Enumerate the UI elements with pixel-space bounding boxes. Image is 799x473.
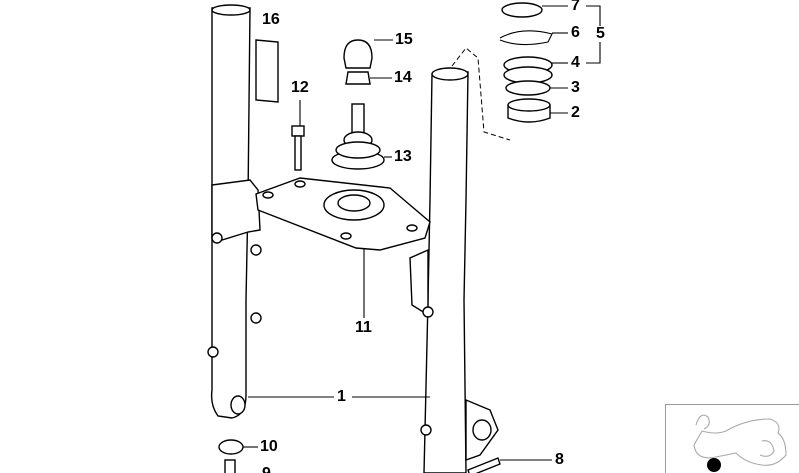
callout-13: 13 xyxy=(394,148,412,165)
callout-10: 10 xyxy=(260,438,278,455)
callout-16: 16 xyxy=(262,11,280,28)
callout-5: 5 xyxy=(596,25,605,42)
bearing-stack xyxy=(499,2,553,123)
cap-nut-part xyxy=(343,39,373,69)
callout-15: 15 xyxy=(395,31,413,48)
motorcycle-locator-thumbnail[interactable] xyxy=(665,404,799,473)
right-fork-tube xyxy=(409,67,499,473)
screw-part xyxy=(224,459,236,473)
plate-part xyxy=(255,39,279,103)
callout-12: 12 xyxy=(291,79,309,96)
fork-bridge xyxy=(255,177,431,251)
nut-part xyxy=(345,71,371,85)
callout-6: 6 xyxy=(571,24,580,41)
washer-part xyxy=(218,439,244,455)
bolt-8-part xyxy=(467,457,501,473)
callout-7: 7 xyxy=(571,0,580,14)
callout-1: 1 xyxy=(337,388,346,405)
callout-11: 11 xyxy=(355,319,372,336)
callout-8: 8 xyxy=(555,451,564,468)
motorcycle-locator-icon xyxy=(693,414,787,472)
bolt-part xyxy=(291,125,305,171)
callout-2: 2 xyxy=(571,104,580,121)
callout-4: 4 xyxy=(571,54,580,71)
left-fork-tube xyxy=(207,4,262,419)
ball-joint-part xyxy=(331,103,385,170)
callout-9: 9 xyxy=(262,466,271,473)
callout-3: 3 xyxy=(571,79,580,96)
callout-14: 14 xyxy=(394,69,412,86)
leader-lines xyxy=(243,5,601,461)
